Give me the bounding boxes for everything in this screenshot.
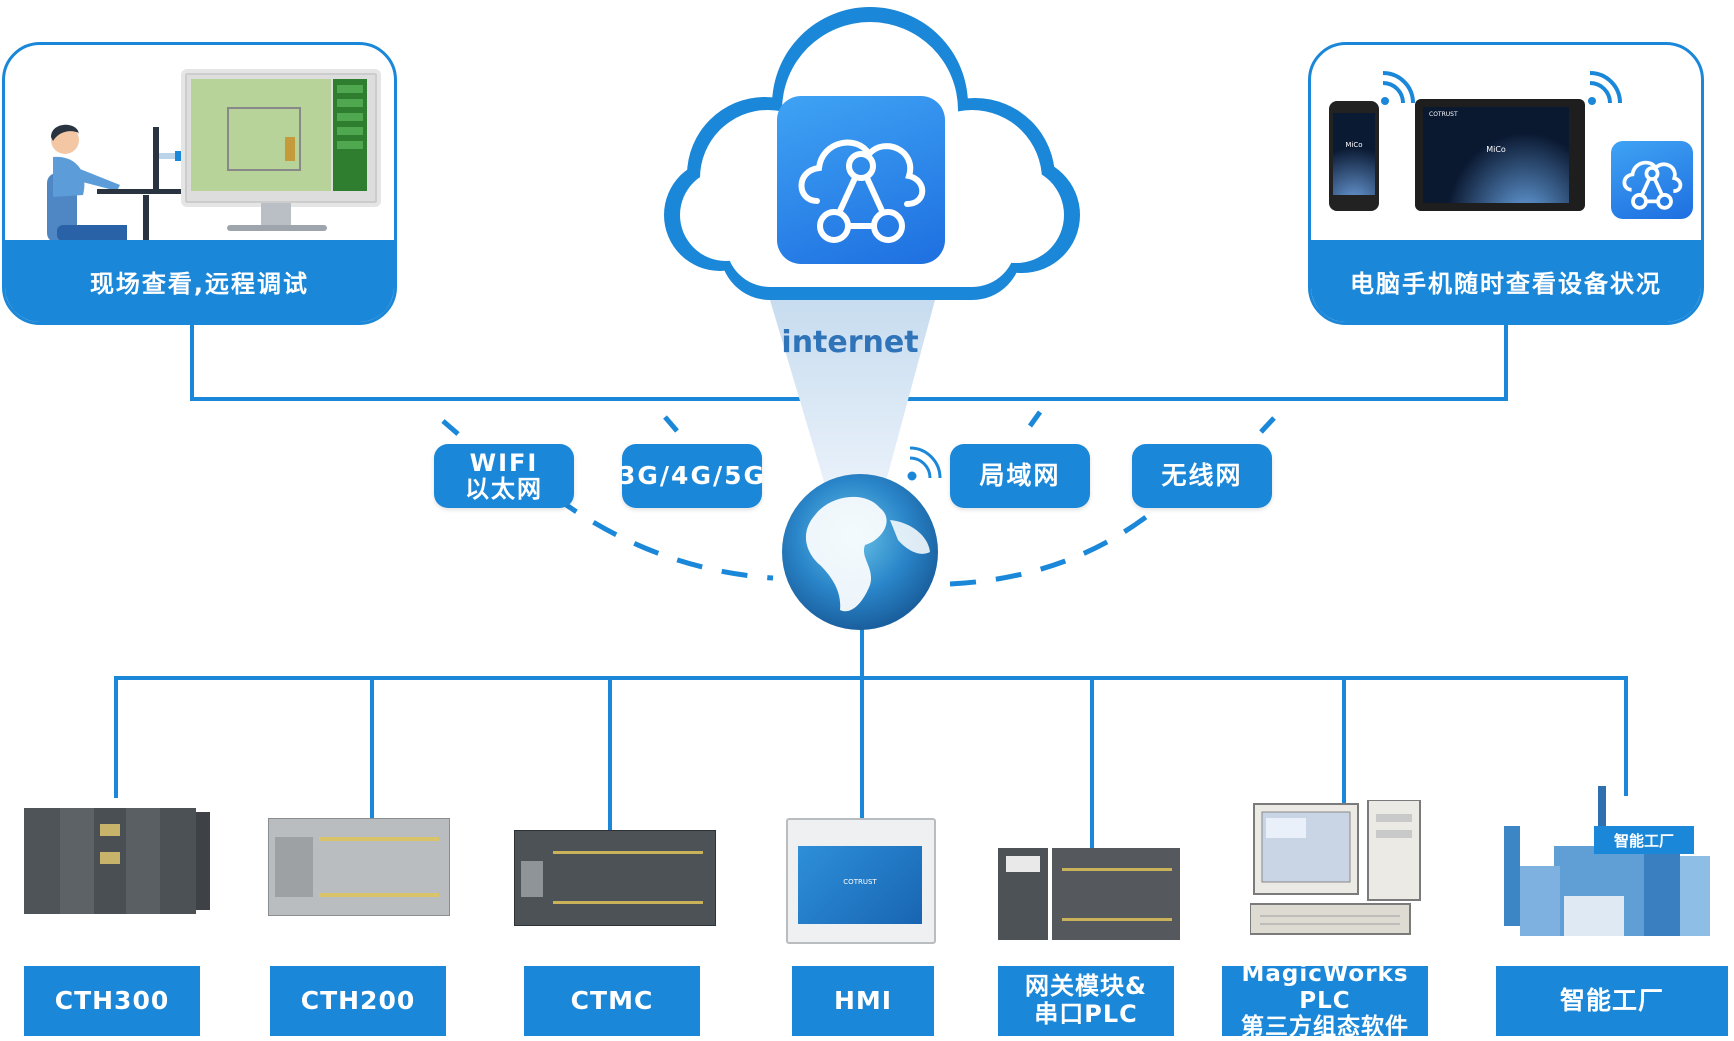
device-label-ctmc: CTMC	[524, 966, 700, 1036]
network-triangle-icon	[798, 139, 926, 243]
smartphone: MiCo	[1329, 101, 1379, 211]
wifi-signal-icon	[907, 446, 942, 481]
device-label-gateway-line2: 串口PLC	[1034, 1000, 1138, 1028]
device-label-hmi-text: HMI	[833, 985, 893, 1015]
drop-hmi	[860, 676, 864, 818]
pill-lan-label: 局域网	[979, 461, 1061, 491]
network-triangle-icon	[1622, 160, 1683, 210]
drop-cth300	[114, 676, 118, 798]
device-label-gateway-line1: 网关模块&	[1025, 972, 1147, 1001]
device-hmi-image: COTRUST	[786, 818, 936, 944]
drop-magicworks	[1342, 676, 1346, 806]
globe-to-bus-line	[860, 625, 864, 680]
tablet: COTRUST MiCo	[1415, 99, 1585, 211]
device-label-hmi: HMI	[792, 966, 934, 1036]
wifi-signal-icon	[1588, 71, 1622, 105]
hmi-brand: COTRUST	[843, 878, 877, 886]
left-card-drop	[190, 322, 194, 401]
globe-icon	[782, 446, 942, 630]
mico-app-icon	[777, 96, 945, 264]
card-mobile-monitoring: MiCo COTRUST MiCo 电脑手机随时查看设备状况	[1308, 42, 1704, 325]
device-cth300-image	[24, 798, 210, 914]
device-computer-image	[1250, 800, 1421, 935]
device-label-cth200-text: CTH200	[300, 985, 416, 1015]
monitor-hmi-screen	[181, 69, 381, 207]
monitor-stand	[261, 203, 291, 227]
monitor-base	[227, 225, 327, 231]
device-label-factory: 智能工厂	[1496, 966, 1728, 1036]
bottom-bus-line	[114, 676, 1628, 680]
device-label-magicworks-line2: 第三方组态软件	[1241, 1014, 1409, 1041]
drop-gateway	[1090, 676, 1094, 848]
device-cth200-image	[268, 818, 450, 916]
internet-label: internet	[781, 325, 919, 360]
device-label-factory-text: 智能工厂	[1559, 985, 1664, 1015]
right-card-drop	[1504, 322, 1508, 401]
device-gateway-image	[998, 848, 1180, 940]
card-onsite-caption: 现场查看,远程调试	[5, 240, 394, 322]
device-label-cth200: CTH200	[270, 966, 446, 1036]
engineer-at-desk-illustration	[47, 124, 197, 265]
pill-cellular: 3G/4G/5G	[618, 444, 764, 508]
device-ctmc-image	[514, 830, 716, 926]
factory-sign: 智能工厂	[1614, 832, 1674, 850]
pill-cellular-label: 3G/4G/5G	[618, 461, 767, 491]
device-label-gateway: 网关模块& 串口PLC	[998, 966, 1174, 1036]
drop-factory	[1624, 676, 1628, 796]
drop-ctmc	[608, 676, 612, 830]
device-smart-factory-image: 智能工厂	[1504, 786, 1710, 936]
wifi-signal-icon	[1381, 71, 1415, 105]
device-label-ctmc-text: CTMC	[570, 985, 654, 1015]
mico-app-icon-small	[1611, 141, 1693, 219]
pill-wireless-label: 无线网	[1161, 461, 1243, 491]
pill-wifi-label: WIFI	[469, 448, 539, 477]
pill-ethernet-label: 以太网	[465, 475, 543, 503]
tablet-brand: COTRUST	[1429, 111, 1458, 118]
tablet-app-label: MiCo	[1486, 145, 1506, 154]
drop-cth200	[370, 676, 374, 818]
card-mobile-caption: 电脑手机随时查看设备状况	[1311, 240, 1701, 322]
device-label-cth300: CTH300	[24, 966, 200, 1036]
phone-app-label: MiCo	[1345, 141, 1363, 149]
device-label-magicworks-line1: MagicWorks PLC	[1241, 961, 1409, 1014]
pill-wifi-ethernet: WIFI 以太网	[434, 444, 574, 508]
card-onsite-debug: 现场查看,远程调试	[2, 42, 397, 325]
device-label-magicworks: MagicWorks PLC 第三方组态软件	[1222, 961, 1428, 1040]
device-label-cth300-text: CTH300	[54, 985, 170, 1015]
pill-lan: 局域网	[950, 444, 1090, 508]
pill-wireless: 无线网	[1132, 444, 1272, 508]
